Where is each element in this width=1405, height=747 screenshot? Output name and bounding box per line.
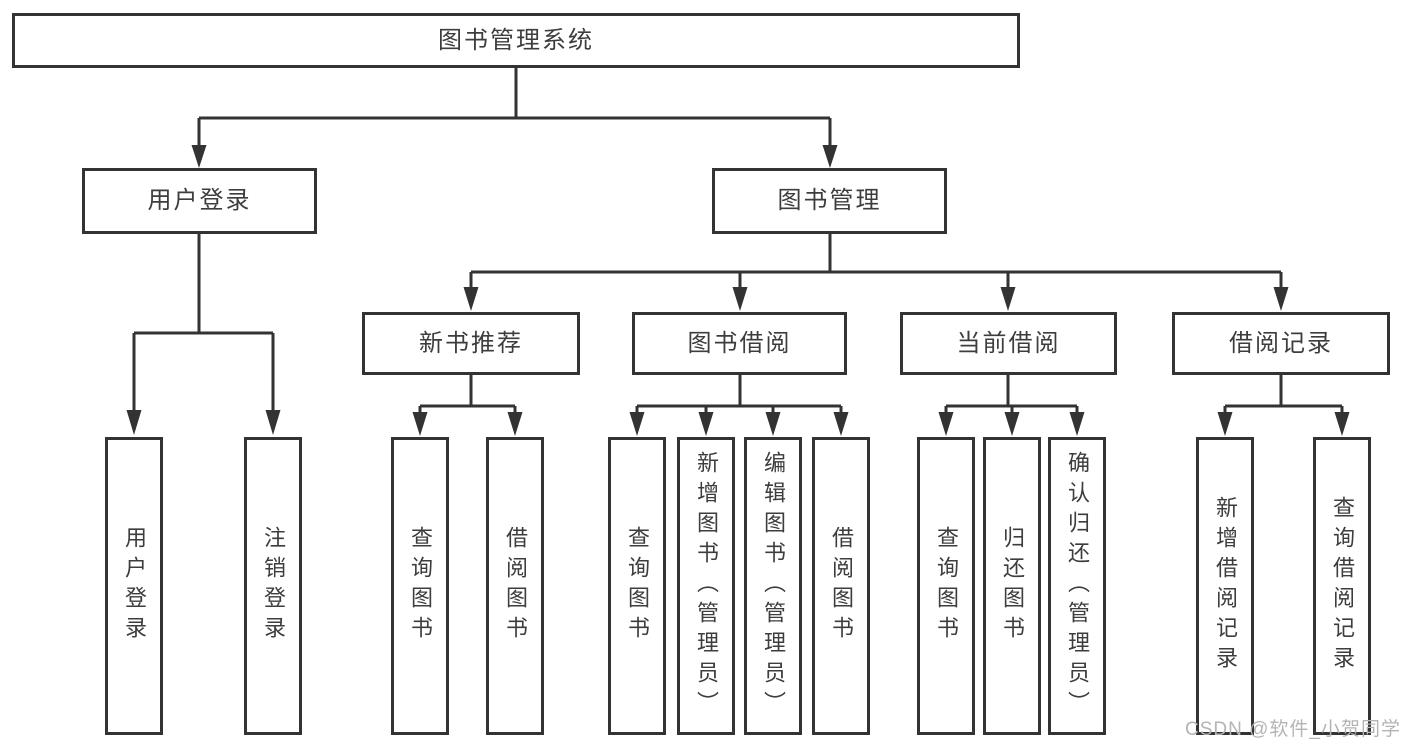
connector-root-to-level2: [191, 68, 838, 168]
node-root-system: 图书管理系统: [12, 13, 1020, 68]
connector-borrow-record-to-children: [1217, 375, 1350, 436]
node-leaf-edit-books-admin: 编辑图书（管理员）: [744, 437, 802, 735]
watermark-text: CSDN @软件_小贺同学: [1185, 719, 1401, 740]
node-leaf-user-login: 用户登录: [105, 437, 163, 735]
node-leaf-borrow-books-recommend: 借阅图书: [486, 437, 544, 735]
node-leaf-return-books: 归还图书: [983, 437, 1041, 735]
connector-book-management-to-level3: [463, 234, 1289, 311]
node-leaf-add-books-admin: 新增图书（管理员）: [677, 437, 735, 735]
node-leaf-logout: 注销登录: [244, 437, 302, 735]
node-current-borrow: 当前借阅: [900, 312, 1117, 375]
node-leaf-add-borrow-record: 新增借阅记录: [1196, 437, 1254, 735]
connector-user-login-to-children: [126, 234, 281, 435]
node-book-borrow: 图书借阅: [632, 312, 847, 375]
node-book-management: 图书管理: [712, 168, 947, 234]
node-leaf-query-books-recommend: 查询图书: [391, 437, 449, 735]
node-user-login: 用户登录: [82, 168, 317, 234]
node-leaf-query-books-current: 查询图书: [917, 437, 975, 735]
node-leaf-query-books-borrow: 查询图书: [608, 437, 666, 735]
connector-book-borrow-to-children: [629, 375, 849, 436]
node-leaf-borrow-books: 借阅图书: [812, 437, 870, 735]
node-leaf-query-borrow-record: 查询借阅记录: [1313, 437, 1371, 735]
connector-new-book-to-children: [412, 375, 523, 436]
node-leaf-confirm-return-admin: 确认归还（管理员）: [1048, 437, 1106, 735]
node-new-book-recommend: 新书推荐: [362, 312, 580, 375]
node-borrow-record: 借阅记录: [1172, 312, 1390, 375]
connector-current-borrow-to-children: [938, 375, 1085, 436]
